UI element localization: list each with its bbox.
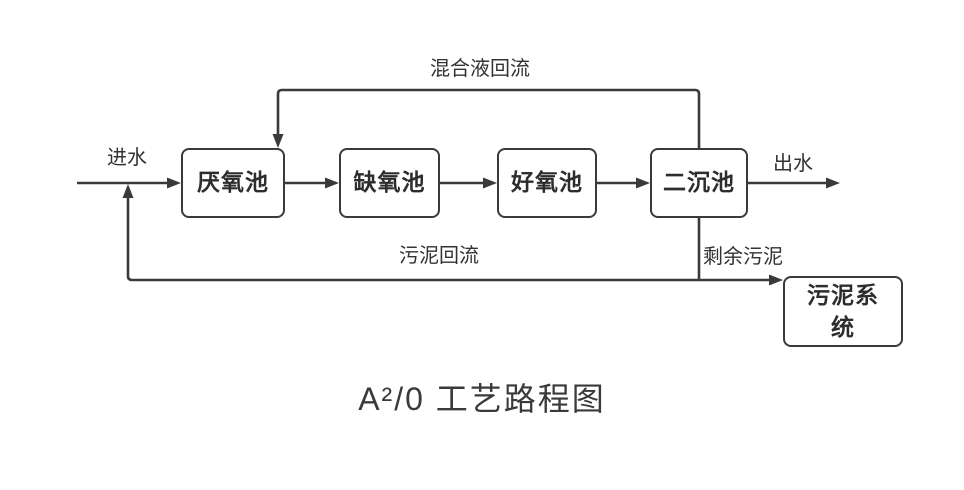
node-secondary-clarifier-label: 二沉池 xyxy=(663,169,735,196)
sludge-return-line xyxy=(126,196,699,282)
anoxic-to-aerobic-arrowhead xyxy=(483,177,497,189)
anaerobic-to-anoxic-arrowhead xyxy=(325,177,339,189)
mixed-liquor-recycle-arrowhead xyxy=(272,134,284,148)
mixed-liquor-recycle-line xyxy=(276,88,701,148)
node-sludge-system: 污泥系统 xyxy=(783,276,903,347)
effluent-label: 出水 xyxy=(773,153,813,175)
influent-label: 进水 xyxy=(107,147,147,169)
node-aerobic-tank-label: 好氧池 xyxy=(511,169,583,196)
node-secondary-clarifier: 二沉池 xyxy=(650,148,748,218)
aerobic-to-clarifier-arrowhead xyxy=(636,177,650,189)
excess-sludge-arrowhead xyxy=(769,274,783,286)
diagram-title: A²/0 工艺路程图 xyxy=(358,381,606,417)
node-anaerobic-tank: 厌氧池 xyxy=(181,148,285,218)
node-anoxic-tank: 缺氧池 xyxy=(339,148,440,218)
effluent-arrowhead xyxy=(826,177,840,189)
node-aerobic-tank: 好氧池 xyxy=(497,148,597,218)
sludge-return-label: 污泥回流 xyxy=(399,245,479,267)
influent-arrowhead xyxy=(167,177,181,189)
sludge-return-arrowhead xyxy=(122,184,134,198)
excess-sludge-label: 剩余污泥 xyxy=(703,246,783,268)
node-anaerobic-tank-label: 厌氧池 xyxy=(197,169,269,196)
mixed-liquor-recycle-label: 混合液回流 xyxy=(430,58,530,80)
node-anoxic-tank-label: 缺氧池 xyxy=(353,169,426,196)
node-sludge-system-label: 污泥系统 xyxy=(807,282,879,340)
